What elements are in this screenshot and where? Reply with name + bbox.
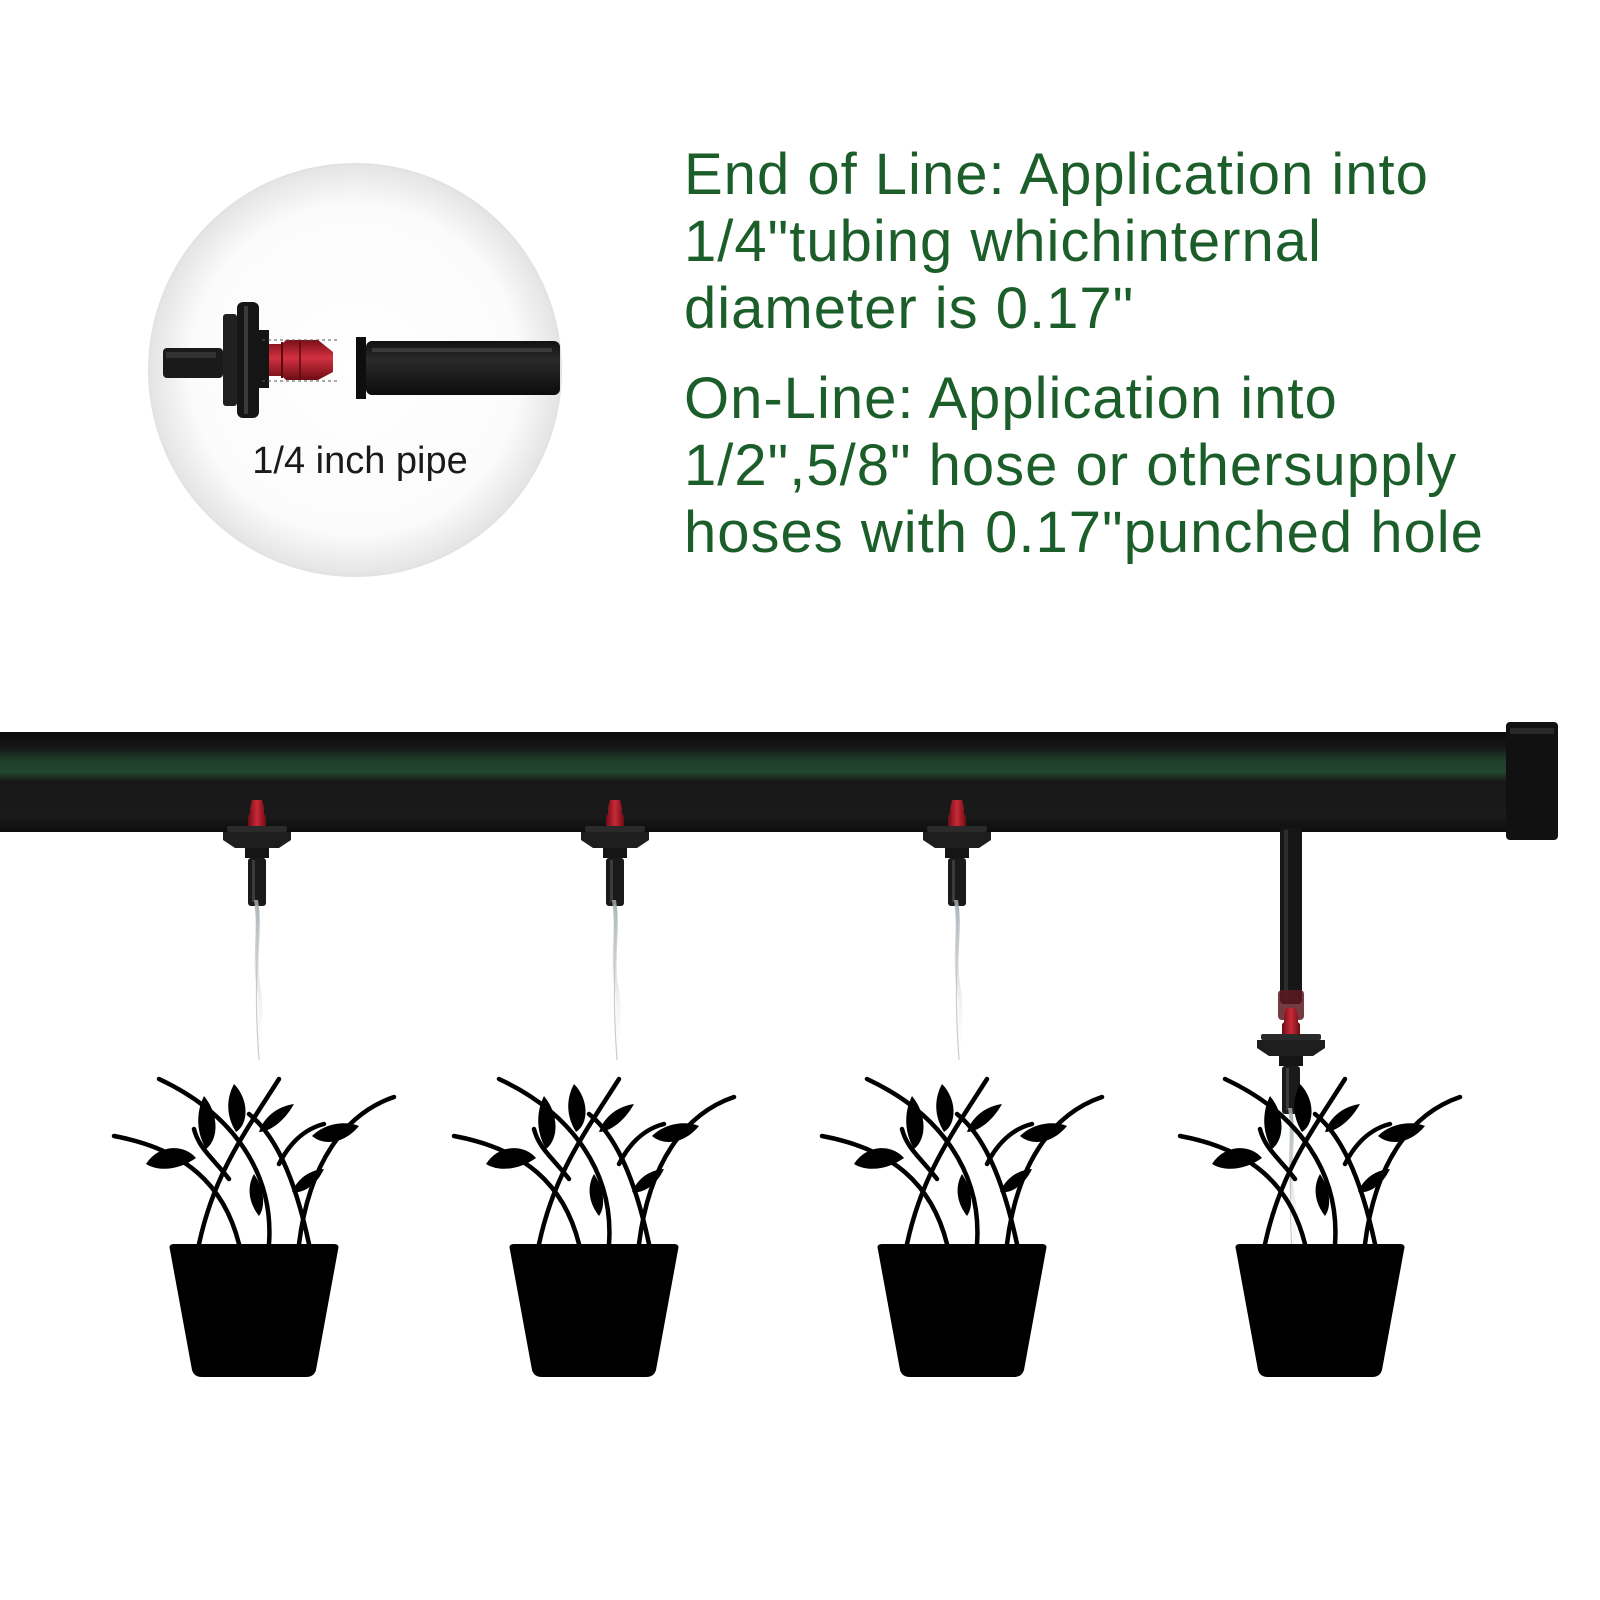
dripper-detail [163,302,338,418]
end-of-line-text-1: End of Line: Application into [684,142,1429,207]
on-line-text-1: On-Line: Application into [684,366,1338,431]
on-line-text-2: 1/2",5/8" hose or othersupply [684,433,1458,498]
inset-caption: 1/4 inch pipe [252,440,468,482]
online-dripper-3 [923,800,991,1071]
end-of-line-description: End of Line: Application into 1/4"tubing… [684,141,1584,342]
inset-magnifier [148,163,562,577]
end-of-line-text-3: diameter is 0.17" [684,276,1135,341]
pot-plant-icon-2 [454,1079,734,1377]
end-of-line-branch [1257,828,1325,1279]
main-supply-hose [0,722,1558,840]
water-stream-icon [611,899,622,1071]
quarter-inch-tube [356,337,560,399]
pot-plant-icon-4 [1180,1079,1460,1377]
water-stream-icon [953,899,964,1071]
pot-plant-icon-1 [114,1079,394,1377]
end-of-line-text-2: 1/4"tubing whichinternal [684,209,1322,274]
on-line-text-3: hoses with 0.17"punched hole [684,500,1484,565]
online-dripper-2 [581,800,649,1071]
water-stream-icon [253,899,264,1071]
on-line-description: On-Line: Application into 1/2",5/8" hose… [684,365,1584,566]
pot-plant-icon-3 [822,1079,1102,1377]
online-dripper-1 [223,800,291,1071]
